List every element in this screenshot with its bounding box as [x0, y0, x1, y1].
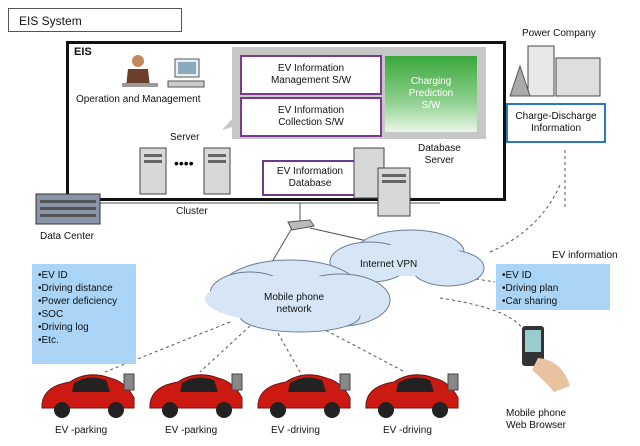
network-clouds: [205, 229, 485, 333]
car-label: EV -parking: [165, 425, 218, 436]
ev-data-list: •EV ID •Driving distance •Power deficien…: [32, 264, 136, 364]
car-icon: [365, 373, 459, 419]
ev-info-collection-line2: Collection S/W: [278, 117, 344, 128]
page-title: EIS System: [8, 8, 182, 32]
operator-icon: [122, 55, 205, 88]
mobile-network-label: Mobile phone network: [264, 292, 324, 316]
mobile-browser-line1: Mobile phone: [506, 408, 567, 419]
server-label: Server: [170, 132, 200, 143]
ev-information-heading: EV information: [552, 250, 618, 261]
cluster-label: Cluster: [176, 206, 208, 217]
data-center-label: Data Center: [40, 231, 94, 242]
left-item: •Driving log: [38, 322, 89, 333]
car-icon: [149, 373, 243, 419]
mobile-network-line1: Mobile phone: [264, 292, 325, 303]
car-icon: [257, 373, 351, 419]
car-label: EV -parking: [55, 425, 108, 436]
mobile-network-line2: network: [276, 304, 312, 315]
mobile-phone-icon: [522, 326, 570, 392]
database-server-icon: [353, 147, 411, 217]
left-item: •Etc.: [38, 335, 59, 346]
ev-info-management-line1: EV Information: [277, 63, 345, 74]
router-icon: [287, 219, 315, 231]
callout-pointer: [222, 108, 242, 130]
ev-cars: [41, 373, 459, 419]
left-item: •Driving distance: [38, 283, 113, 294]
operation-label: Operation and Management: [76, 94, 201, 105]
data-center-icon: [35, 193, 101, 225]
mobile-browser-line2: Web Browser: [506, 420, 566, 431]
charging-line2: Prediction: [408, 88, 454, 99]
db-server-line2: Server: [424, 155, 455, 166]
cluster-servers-icon: ••••: [139, 147, 231, 195]
car-icon: [41, 373, 135, 418]
ev-plan-list: •EV ID •Driving plan •Car sharing: [496, 264, 610, 310]
left-item: •EV ID: [38, 270, 68, 281]
charging-line1: Charging: [410, 76, 452, 87]
car-label: EV -driving: [271, 425, 320, 436]
right-item: •EV ID: [502, 270, 532, 281]
right-item: •Car sharing: [502, 296, 558, 307]
internet-vpn-label: Internet VPN: [360, 259, 418, 270]
left-item: •SOC: [38, 309, 64, 320]
power-company-building-icon: [509, 45, 601, 97]
db-server-line1: Database: [418, 143, 461, 154]
database-server-label: Database Server: [418, 143, 461, 167]
svg-text:••••: ••••: [174, 155, 194, 171]
right-item: •Driving plan: [502, 283, 559, 294]
left-item: •Power deficiency: [38, 296, 118, 307]
ev-info-collection-line1: EV Information: [277, 105, 345, 116]
charge-line1: Charge-Discharge: [515, 111, 597, 122]
power-company-label: Power Company: [522, 28, 596, 39]
charging-line3: S/W: [421, 100, 441, 111]
mobile-browser-label: Mobile phone Web Browser: [506, 408, 566, 432]
charge-line2: Information: [530, 123, 582, 134]
ev-db-line1: EV Information: [276, 166, 344, 177]
ev-db-line2: Database: [288, 178, 332, 189]
car-label: EV -driving: [383, 425, 432, 436]
eis-label: EIS: [74, 46, 92, 58]
ev-info-management-line2: Management S/W: [270, 75, 352, 86]
